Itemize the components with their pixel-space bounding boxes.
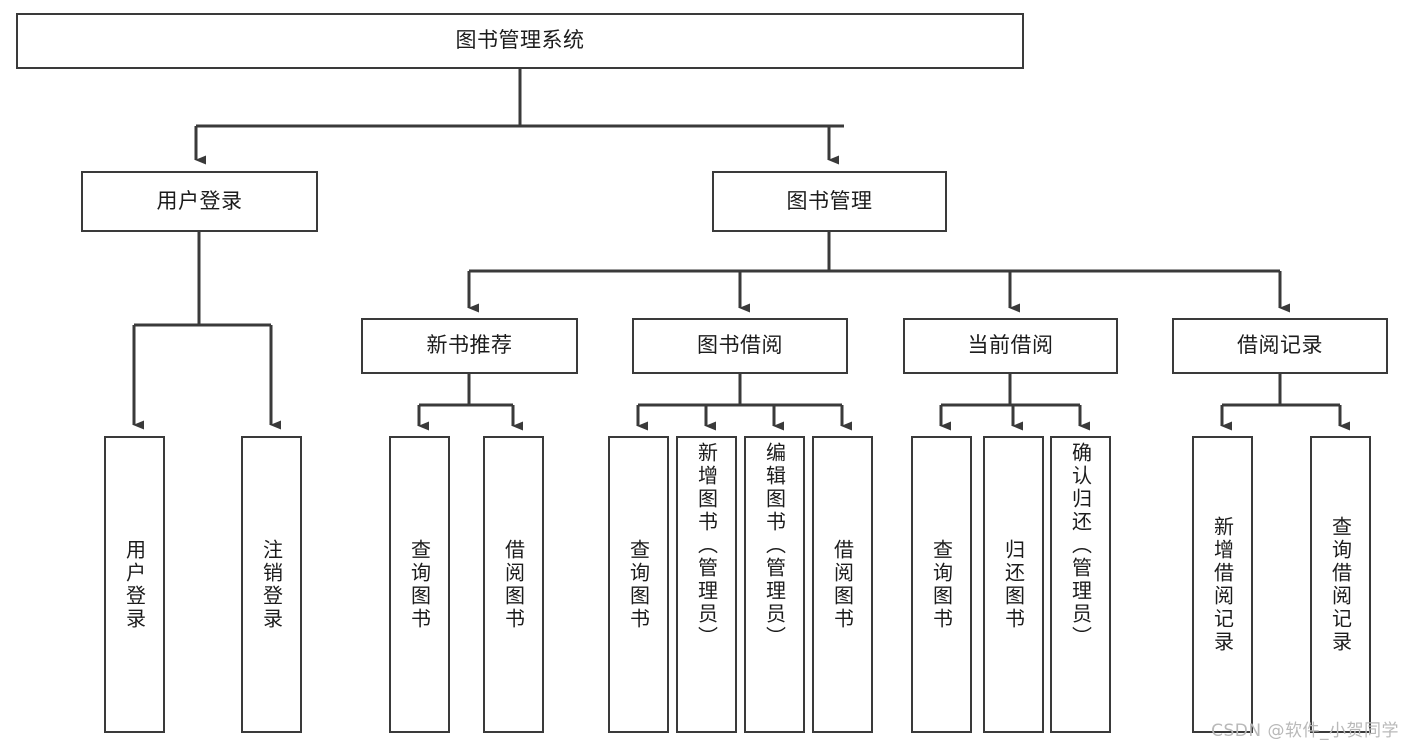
node-leaf-logout[interactable]: 注销登录 [241, 436, 302, 733]
edges-book-borrow-to-leaves [636, 374, 852, 431]
node-leaf-add-record-label: 新增借阅记录 [1210, 515, 1235, 654]
csdn-watermark: CSDN @软件_小贺同学 [1211, 721, 1399, 741]
node-leaf-query-book-1-label: 查询图书 [407, 538, 432, 631]
node-leaf-add-book-label: 新增图书（管理员） [694, 442, 719, 649]
edges-borrow-record-to-leaves [1220, 374, 1350, 431]
node-new-book-recommend-label: 新书推荐 [426, 333, 513, 358]
node-current-borrow[interactable]: 当前借阅 [903, 318, 1118, 374]
node-leaf-query-record[interactable]: 查询借阅记录 [1310, 436, 1371, 733]
node-leaf-add-record[interactable]: 新增借阅记录 [1192, 436, 1253, 733]
node-leaf-query-book-2-label: 查询图书 [626, 538, 651, 631]
node-leaf-confirm-return[interactable]: 确认归还（管理员） [1050, 436, 1111, 733]
node-leaf-return-book-label: 归还图书 [1001, 538, 1026, 631]
node-leaf-query-book-2[interactable]: 查询图书 [608, 436, 669, 733]
edges-user-login-to-leaves [132, 232, 281, 430]
node-root[interactable]: 图书管理系统 [16, 13, 1024, 69]
edges-current-borrow-to-leaves [939, 374, 1090, 431]
node-leaf-query-book-3-label: 查询图书 [929, 538, 954, 631]
node-leaf-query-book-1[interactable]: 查询图书 [389, 436, 450, 733]
node-leaf-add-book[interactable]: 新增图书（管理员） [676, 436, 737, 733]
node-leaf-borrow-book-1[interactable]: 借阅图书 [483, 436, 544, 733]
node-book-manage-label: 图书管理 [786, 188, 873, 213]
node-new-book-recommend[interactable]: 新书推荐 [361, 318, 578, 374]
edges-book-manage-to-level3 [467, 232, 1290, 313]
node-borrow-record[interactable]: 借阅记录 [1172, 318, 1388, 374]
node-book-borrow[interactable]: 图书借阅 [632, 318, 848, 374]
node-leaf-borrow-book-1-label: 借阅图书 [501, 538, 526, 631]
node-user-login-label: 用户登录 [156, 188, 243, 213]
node-leaf-query-record-label: 查询借阅记录 [1328, 515, 1353, 654]
node-leaf-edit-book-label: 编辑图书（管理员） [762, 442, 787, 649]
node-leaf-return-book[interactable]: 归还图书 [983, 436, 1044, 733]
node-root-label: 图书管理系统 [455, 28, 585, 53]
edges-new-book-recommend-to-leaves [417, 374, 523, 431]
node-leaf-borrow-book-2-label: 借阅图书 [830, 538, 855, 631]
node-user-login[interactable]: 用户登录 [81, 171, 318, 232]
edges-root-to-level2 [194, 69, 844, 165]
node-leaf-user-login[interactable]: 用户登录 [104, 436, 165, 733]
node-book-borrow-label: 图书借阅 [697, 333, 783, 358]
node-current-borrow-label: 当前借阅 [967, 333, 1054, 358]
node-leaf-borrow-book-2[interactable]: 借阅图书 [812, 436, 873, 733]
node-leaf-query-book-3[interactable]: 查询图书 [911, 436, 972, 733]
node-borrow-record-label: 借阅记录 [1237, 333, 1323, 358]
node-leaf-edit-book[interactable]: 编辑图书（管理员） [744, 436, 805, 733]
node-leaf-confirm-return-label: 确认归还（管理员） [1068, 442, 1093, 649]
node-leaf-user-login-label: 用户登录 [122, 538, 147, 631]
node-book-manage[interactable]: 图书管理 [712, 171, 947, 232]
node-leaf-logout-label: 注销登录 [259, 538, 284, 631]
